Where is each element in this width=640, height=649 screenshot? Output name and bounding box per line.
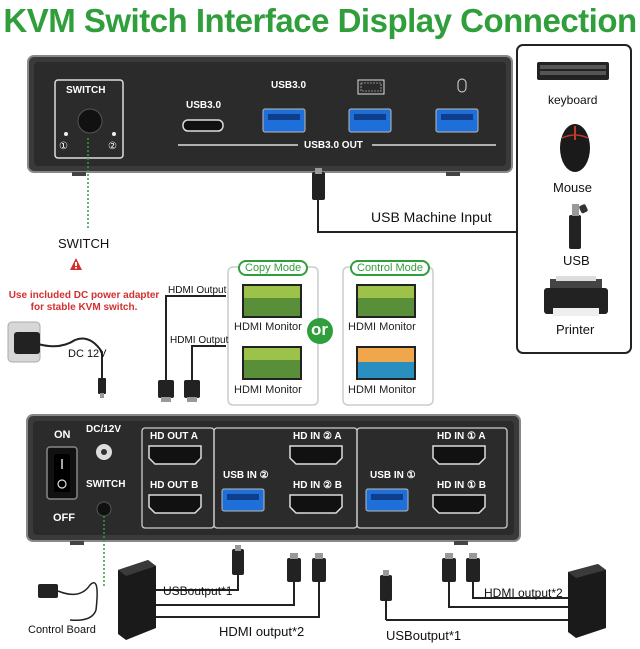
hdmi-output-label-2: HDMI Output xyxy=(170,335,229,346)
hd-in2-a-label: HD IN ② A xyxy=(293,431,342,442)
led-2-label: ② xyxy=(108,141,117,152)
peripheral-label-mouse: Mouse xyxy=(553,180,593,195)
keyboard-icon xyxy=(537,62,609,80)
usb-in1-label: USB IN ① xyxy=(370,470,416,481)
switch-caption: SWITCH xyxy=(58,236,110,251)
usb-in2-label: USB IN ② xyxy=(223,470,269,481)
on-label: ON xyxy=(54,429,71,441)
hdmi-plug-a xyxy=(158,380,174,398)
monitor-label-copy-b: HDMI Monitor xyxy=(234,384,302,396)
hdmi-plug-left-2 xyxy=(312,558,326,582)
usb-output-left-label: USBoutput*1 xyxy=(163,584,233,598)
off-label: OFF xyxy=(53,512,75,524)
hd-in1-a-label: HD IN ① A xyxy=(437,431,486,442)
usbc-label: USB3.0 xyxy=(186,100,222,111)
page-title: KVM Switch Interface Display Connection xyxy=(3,2,637,39)
usb-plug-top xyxy=(312,172,325,200)
usba-port-2 xyxy=(348,108,392,133)
keyboard-small-icon xyxy=(357,79,385,95)
switch-button xyxy=(77,108,103,134)
peripheral-label-keyboard: keyboard xyxy=(548,93,598,107)
power-adapter-icon xyxy=(7,321,106,398)
dc-12v-label: DC/12V xyxy=(86,424,122,435)
warning-icon xyxy=(70,258,82,270)
copy-mode-badge: Copy Mode xyxy=(238,260,309,276)
port-hd-in1-a xyxy=(432,445,486,465)
led-1-label: ① xyxy=(59,141,68,152)
power-warning: Use included DC power adapter for stable… xyxy=(8,290,160,313)
peripherals-box xyxy=(516,44,632,354)
switch-jack xyxy=(96,501,112,517)
usb-out-label: USB3.0 OUT xyxy=(304,140,363,151)
port-hd-in1-b xyxy=(432,494,486,514)
mouse-icon xyxy=(560,124,590,172)
monitor-label-control-b: HDMI Monitor xyxy=(348,384,416,396)
usb-machine-input-label: USB Machine Input xyxy=(371,209,492,225)
peripheral-label-printer: Printer xyxy=(556,322,595,337)
usb-drive-icon xyxy=(569,204,588,249)
hd-out-a-label: HD OUT A xyxy=(150,431,198,442)
port-hd-in2-a xyxy=(289,445,343,465)
monitor-label-copy-a: HDMI Monitor xyxy=(234,321,302,333)
monitor-control-a xyxy=(356,284,416,318)
port-hd-in2-b xyxy=(289,494,343,514)
switch-port-label: SWITCH xyxy=(86,479,126,490)
led-2 xyxy=(112,132,116,136)
usba-port-1 xyxy=(262,108,306,133)
usb-output-right-label: USBoutput*1 xyxy=(386,628,462,643)
hdmi-plug-right-1 xyxy=(442,558,456,582)
hdmi-output-left-label: HDMI output*2 xyxy=(219,624,305,639)
hdmi-plug-b xyxy=(184,380,200,398)
hdmi-output-label-1: HDMI Output xyxy=(168,285,227,296)
usb-plug-right xyxy=(380,575,392,601)
usbc-port xyxy=(182,119,224,132)
switch-area xyxy=(54,79,124,159)
usba-label: USB3.0 xyxy=(271,80,307,91)
monitor-control-b xyxy=(356,346,416,380)
hd-in2-b-label: HD IN ② B xyxy=(293,480,342,491)
usb-plug-left xyxy=(232,549,244,575)
hd-in1-b-label: HD IN ① B xyxy=(437,480,486,491)
control-board-label: Control Board xyxy=(28,624,96,636)
monitor-copy-b xyxy=(242,346,302,380)
or-badge xyxy=(307,318,333,344)
led-1 xyxy=(64,132,68,136)
control-mode-badge: Control Mode xyxy=(350,260,431,276)
pc-tower-left xyxy=(118,560,156,640)
peripheral-label-usb: USB xyxy=(563,253,590,268)
control-board-icon xyxy=(38,582,98,622)
hdmi-plug-left-1 xyxy=(287,558,301,582)
hdmi-output-right-label: HDMI output*2 xyxy=(484,586,563,600)
hd-out-b-label: HD OUT B xyxy=(150,480,199,491)
monitor-label-control-a: HDMI Monitor xyxy=(348,321,416,333)
port-hd-out-b xyxy=(148,494,202,514)
hdmi-plug-right-2 xyxy=(466,558,480,582)
pc-tower-right xyxy=(568,564,606,638)
dc-label: DC 12V xyxy=(68,348,107,360)
monitor-copy-a xyxy=(242,284,302,318)
switch-label: SWITCH xyxy=(66,85,106,96)
usba-port-3 xyxy=(435,108,479,133)
mouse-small-icon xyxy=(457,78,467,93)
port-hd-out-a xyxy=(148,445,202,465)
printer-icon xyxy=(544,276,608,316)
or-label: or xyxy=(311,320,328,339)
input1-section xyxy=(356,427,508,529)
